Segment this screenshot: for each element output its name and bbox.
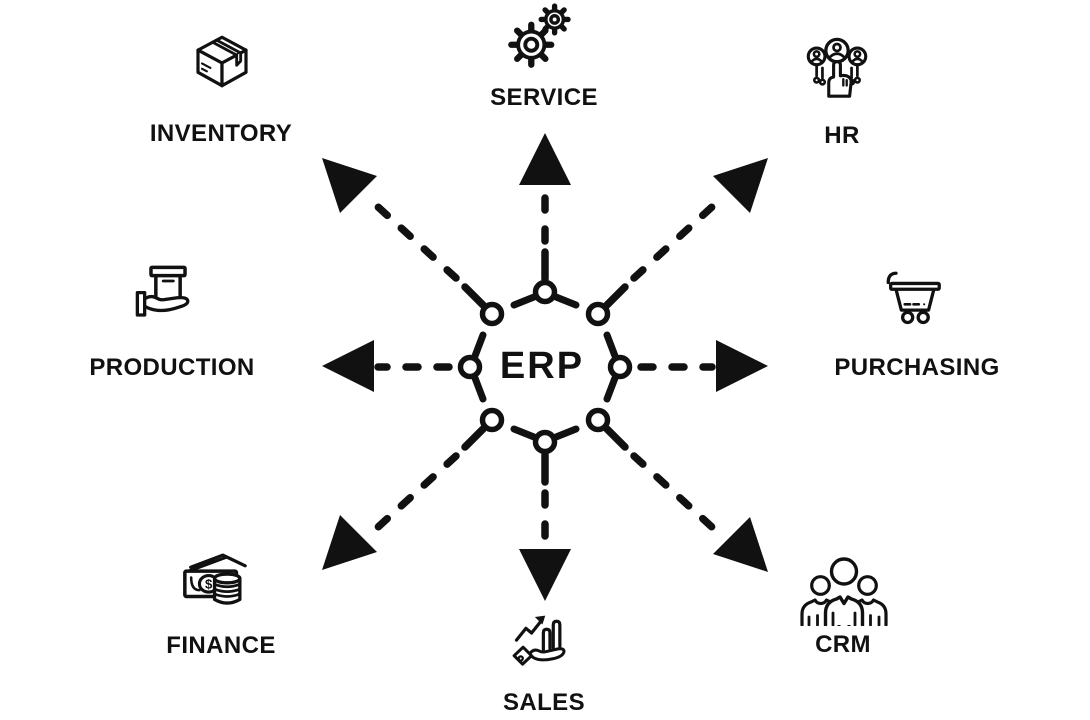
hand-holding-box-icon xyxy=(135,265,190,317)
customers-group-icon xyxy=(800,557,888,626)
hub-nodes xyxy=(457,279,633,455)
arrow-south-east xyxy=(603,425,768,572)
cash-coins-icon: $ xyxy=(183,553,247,605)
arrow-north xyxy=(519,133,571,283)
module-label-production: PRODUCTION xyxy=(89,354,255,381)
arrow-south-west xyxy=(322,425,487,570)
people-select-icon xyxy=(806,37,868,98)
module-label-inventory: INVENTORY xyxy=(149,120,293,147)
module-label-finance: FINANCE xyxy=(166,632,276,659)
module-label-hr: HR xyxy=(824,122,860,149)
module-label-crm: CRM xyxy=(815,631,871,658)
arrow-west xyxy=(322,340,453,392)
erp-center-label: ERP xyxy=(499,345,585,387)
module-label-purchasing: PURCHASING xyxy=(834,354,1000,381)
arrow-east xyxy=(637,340,768,392)
arrow-north-east xyxy=(603,158,768,309)
shopping-cart-icon xyxy=(886,271,941,325)
package-icon xyxy=(196,35,248,88)
arrow-north-west xyxy=(322,158,487,309)
module-label-service: SERVICE xyxy=(490,84,598,111)
gears-icon xyxy=(508,3,571,68)
module-label-sales: SALES xyxy=(502,689,585,716)
arrow-south xyxy=(519,451,571,601)
dollar-sign-glyph: $ xyxy=(205,577,213,592)
hand-growth-chart-icon xyxy=(512,615,566,666)
hub-ring xyxy=(471,293,619,441)
